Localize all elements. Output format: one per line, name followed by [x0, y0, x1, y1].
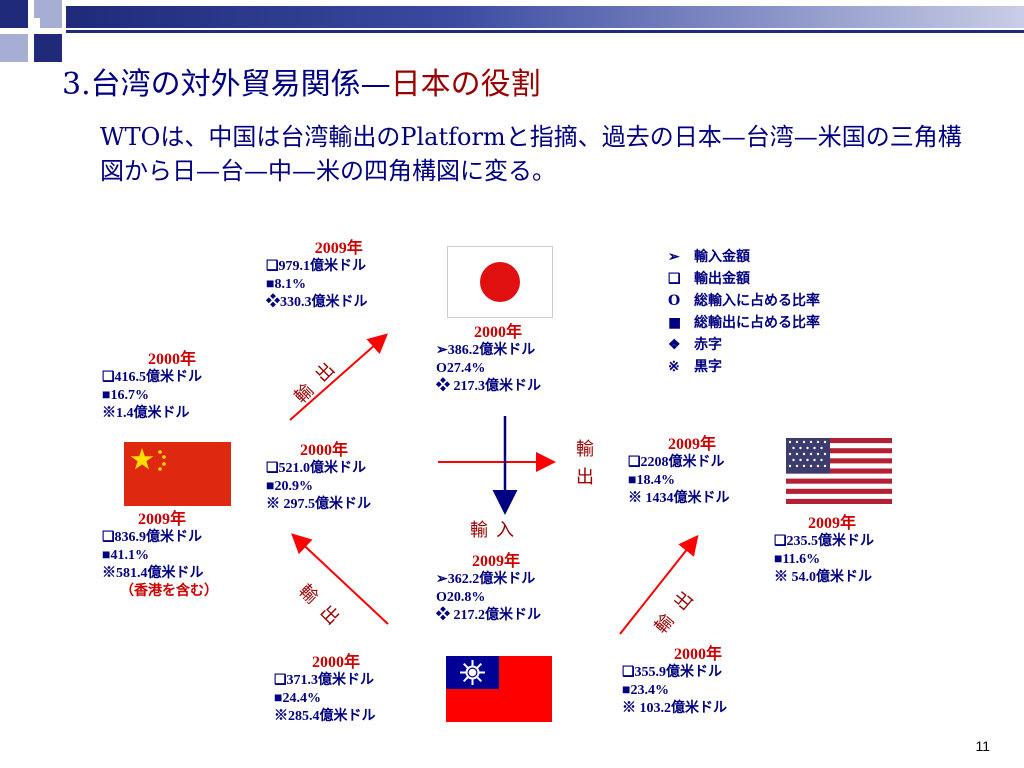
mid-2009-block: 2009年 ➢362.2億米ドル O20.8% ❖ 217.2億米ドル: [436, 553, 541, 623]
china-2000-block: 2000年 ❑416.5億米ドル ■16.7% ※1.4億米ドル: [102, 351, 203, 421]
center-2000-block: 2000年 ❑521.0億米ドル ■20.9% ※ 297.5億米ドル: [266, 442, 371, 512]
us-2009-block: 2009年 ❑2208億米ドル ■18.4% ※ 1434億米ドル: [628, 436, 730, 506]
arrow-label-right-v: 輸出: [576, 439, 594, 488]
japan-2000-block: 2000年 ➢386.2億米ドル O27.4% ❖ 217.3億米ドル: [436, 324, 541, 394]
page-title: 3.台湾の対外貿易関係—日本の役割: [62, 67, 541, 102]
corner-square: [34, 34, 62, 62]
legend-item: ■総輸出に占める比率: [668, 315, 820, 331]
taiwan-right-2000-block: 2000年 ❑355.9億米ドル ■23.4% ※ 103.2億米ドル: [622, 646, 727, 716]
page-number: 11: [975, 738, 990, 754]
arrow-taiwan-to-china: [291, 533, 389, 625]
us-flag: [786, 438, 892, 504]
legend-item: ※黒字: [668, 359, 722, 375]
us-right-2009-block: 2009年 ❑235.5億米ドル ■11.6% ※ 54.0億米ドル: [774, 515, 875, 585]
legend-item: ❑輸出金額: [668, 271, 750, 287]
corner-square: [0, 34, 28, 62]
corner-square: [0, 0, 28, 28]
taiwan-2000-block: 2000年 ❑371.3億米ドル ■24.4% ※285.4億米ドル: [274, 654, 376, 724]
arrow-label-tl: 輸出: [290, 340, 360, 407]
arrow-china-to-japan: [289, 333, 388, 421]
arrow-label-bl: 輸出: [282, 570, 351, 637]
header-bar: [66, 6, 1024, 28]
taiwan-flag: [446, 656, 552, 722]
page-subtitle: WTOは、中国は台湾輸出のPlatformと指摘、過去の日本—台湾—米国の三角構…: [100, 123, 962, 185]
arrow-label-br: 輸出: [651, 568, 720, 637]
header-underline: [66, 30, 1024, 33]
corner-square: [28, 18, 40, 30]
japan-flag: [447, 246, 553, 318]
japan-2009-block: 2009年 ❑979.1億米ドル ■8.1% ❖330.3億米ドル: [266, 240, 368, 310]
legend-item: ❖赤字: [668, 337, 722, 353]
legend-item: ➢輸入金額: [668, 249, 750, 265]
arrow-label-center-down: 輸入: [470, 520, 522, 541]
china-2009-block: 2009年 ❑836.9億米ドル ■41.1% ※581.4億米ドル （香港を含…: [102, 511, 218, 599]
china-flag: [124, 442, 231, 506]
arrow-taiwan-to-us: [619, 534, 699, 635]
